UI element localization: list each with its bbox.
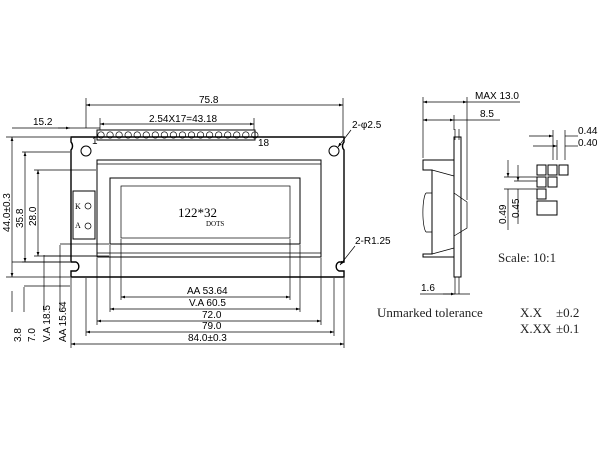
active-area xyxy=(120,185,291,239)
scale-label: Scale: 10:1 xyxy=(498,250,556,265)
pin-4 xyxy=(124,131,132,139)
dot-cell xyxy=(536,176,547,188)
mount-holes-label: 2-φ2.5 xyxy=(352,120,382,131)
tolerance-row1-format: X.X xyxy=(520,305,543,320)
pin-3 xyxy=(115,131,123,139)
side-view: MAX 13.0 8.5 1.6 xyxy=(420,91,520,296)
pin-18-label: 18 xyxy=(258,138,270,149)
pin-17 xyxy=(242,131,250,139)
pin-18 xyxy=(251,131,259,139)
pcb-outline xyxy=(70,136,345,278)
dim-va-h-label: V.A 18.5 xyxy=(42,305,53,342)
led-pad xyxy=(72,190,96,240)
dot-detail: 0.44 0.40 0.49 0.45 Scale: 10:1 xyxy=(498,126,598,265)
dim-overall-width-label: 75.8 xyxy=(199,95,219,106)
pin-15 xyxy=(224,131,232,139)
dot-cell xyxy=(547,176,558,188)
pin-16 xyxy=(233,131,241,139)
dim-aa-h-label: AA 15.64 xyxy=(58,301,69,342)
dim-1-6-label: 1.6 xyxy=(421,283,435,294)
pin-8 xyxy=(160,131,168,139)
dim-72-label: 72.0 xyxy=(202,310,222,321)
dot-cell xyxy=(536,164,547,176)
led-a-label: A xyxy=(75,221,81,230)
pin-11 xyxy=(187,131,196,139)
dim-pin-offset-label: 15.2 xyxy=(33,117,53,128)
mount-hole-left xyxy=(80,145,92,157)
pin-10 xyxy=(178,131,187,139)
dim-height-3-label: 28.0 xyxy=(28,206,39,226)
resolution-label: 122*32 xyxy=(178,205,217,220)
tolerance-label: Unmarked tolerance xyxy=(377,305,483,320)
tolerance-row2-value: ±0.1 xyxy=(556,321,579,336)
dot-matrix xyxy=(536,164,569,216)
pin-12 xyxy=(197,131,205,139)
pin-6 xyxy=(142,131,150,139)
pin-5 xyxy=(133,131,141,139)
pin-2 xyxy=(106,131,114,139)
dim-height-total-label: 44.0±0.3 xyxy=(2,193,13,232)
dim-max-thickness-label: MAX 13.0 xyxy=(475,91,519,102)
dim-0-45-label: 0.45 xyxy=(511,198,522,218)
pin-header xyxy=(96,129,259,141)
pin-1-label: 1 xyxy=(92,136,98,147)
dot-cell xyxy=(547,164,558,176)
tolerance-note: Unmarked tolerance X.X ±0.2 X.XX ±0.1 xyxy=(377,305,579,336)
dim-va-width-label: V.A 60.5 xyxy=(189,298,226,309)
mount-hole-right xyxy=(328,145,340,157)
dim-pin-pitch-label: 2.54X17=43.18 xyxy=(149,114,218,125)
tolerance-row1-value: ±0.2 xyxy=(556,305,579,320)
dot-cell xyxy=(558,164,569,176)
dim-8-5-label: 8.5 xyxy=(480,109,494,120)
dim-0-44-label: 0.44 xyxy=(578,126,598,137)
dim-aa-width-label: AA 53.64 xyxy=(187,286,228,297)
pin-9 xyxy=(169,131,177,139)
dot-cell xyxy=(536,200,558,216)
dim-3-8-label: 3.8 xyxy=(13,328,24,342)
dot-cell xyxy=(536,188,547,200)
dots-label: DOTS xyxy=(206,220,224,228)
dim-7-0-label: 7.0 xyxy=(27,328,38,342)
bezel-frame xyxy=(96,159,322,258)
viewing-area xyxy=(109,177,301,245)
front-view: 122*32 DOTS K A 1 18 75.8 2.54X17=43.18 … xyxy=(2,95,391,348)
pin-13 xyxy=(206,131,214,139)
corner-radius-label: 2-R1.25 xyxy=(355,236,391,247)
side-bezel xyxy=(422,159,454,258)
pin-14 xyxy=(215,131,223,139)
pin-7 xyxy=(151,131,159,139)
dim-84-label: 84.0±0.3 xyxy=(188,333,227,344)
pin-1 xyxy=(97,131,105,139)
dim-0-49-label: 0.49 xyxy=(498,204,509,224)
led-k-label: K xyxy=(75,202,81,211)
dim-0-40-label: 0.40 xyxy=(578,138,598,149)
dim-79-label: 79.0 xyxy=(202,321,222,332)
tolerance-row2-format: X.XX xyxy=(520,321,552,336)
dim-height-2-label: 35.8 xyxy=(15,208,26,228)
side-pcb xyxy=(453,136,462,278)
